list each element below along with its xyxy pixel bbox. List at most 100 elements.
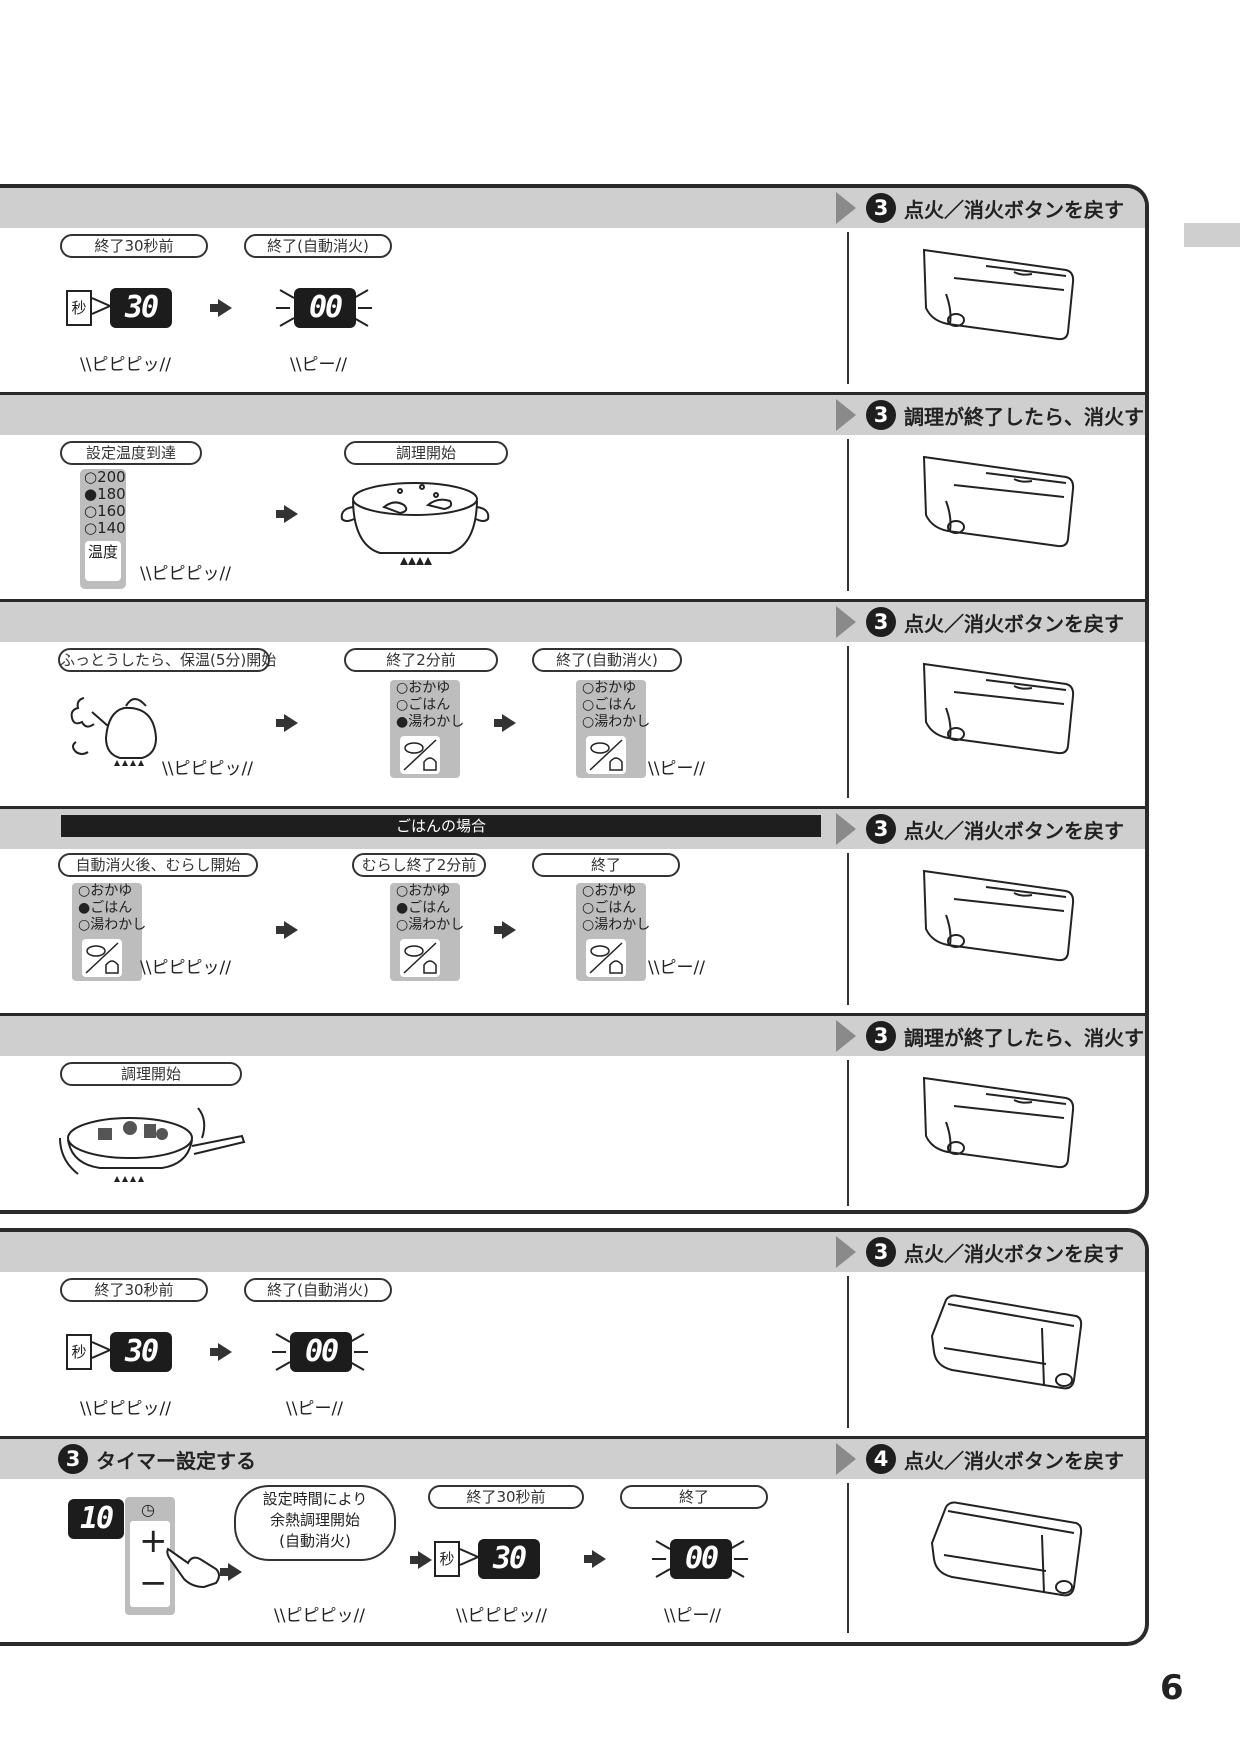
step-label: 点火／消火ボタンを戻す	[904, 818, 1124, 843]
step-number: 4	[866, 1444, 896, 1474]
section-body: 終了30秒前 終了(自動消火) 秒 30 00 \\ピピピッ// \\ピー//	[0, 228, 1145, 392]
step-instruction: 3 点火／消火ボタンを戻す	[866, 814, 1124, 844]
flow-arrow-icon	[584, 1550, 606, 1568]
step-instruction: 3 点火／消火ボタンを戻す	[866, 1237, 1124, 1267]
finger-press-icon	[166, 1547, 220, 1589]
rice-kettle-icon	[586, 939, 626, 977]
step-number: 3	[866, 400, 896, 430]
step-arrow-icon	[836, 1443, 856, 1475]
mode-option: ○湯わかし	[582, 917, 651, 933]
side-tab	[1184, 223, 1240, 247]
mode-option: ○ごはん	[396, 697, 451, 713]
step-number: 3	[58, 1444, 88, 1474]
section-kettle: 3 点火／消火ボタンを戻す ふっとうしたら、保温(5分)開始 終了2分前 終了(…	[0, 602, 1145, 809]
rice-kettle-icon	[82, 939, 122, 977]
beep-sound: \\ピピピッ//	[140, 564, 231, 584]
temp-button: 温度	[85, 541, 121, 581]
mode-option: ○湯わかし	[582, 714, 651, 730]
section-body: 調理開始	[0, 1056, 1145, 1210]
beep-sound: \\ピー//	[648, 958, 705, 978]
divider	[847, 232, 849, 384]
mode-option: ○湯わかし	[396, 917, 465, 933]
lcd-display: 00	[294, 288, 356, 328]
pill-label: 終了30秒前	[60, 1278, 208, 1302]
mode-panel: ○おかゆ ●ごはん ○湯わかし	[72, 883, 147, 981]
mode-option: ●湯わかし	[396, 714, 465, 730]
pointer-icon	[460, 1548, 480, 1566]
section-body: 終了30秒前 終了(自動消火) 秒 30 00 \\ピピピッ// \\ピー//	[0, 1272, 1145, 1436]
frying-pan-illustration	[59, 1107, 246, 1182]
mode-option: ○湯わかし	[78, 917, 147, 933]
control-knob-illustration	[922, 1076, 1075, 1169]
bubble-line: 設定時間により	[262, 1490, 368, 1508]
rice-kettle-icon	[400, 736, 440, 774]
mode-option: ○おかゆ	[582, 680, 637, 696]
divider	[847, 1060, 849, 1206]
bottom-panel: 3 点火／消火ボタンを戻す 終了30秒前 終了(自動消火) 秒 30 00 \\…	[0, 1228, 1149, 1646]
section-body: ふっとうしたら、保温(5分)開始 終了2分前 終了(自動消火) \\ピピピッ//…	[0, 642, 1145, 806]
mode-option: ●ごはん	[78, 900, 133, 916]
section-temperature: 3 調理が終了したら、消火する 設定温度到達 調理開始 ○200 ●180 ○1…	[0, 395, 1145, 602]
step-instruction: 3 調理が終了したら、消火する	[866, 1021, 1149, 1051]
seconds-indicator: 秒	[66, 290, 92, 326]
rice-kettle-icon	[400, 939, 440, 977]
divider	[847, 646, 849, 798]
step-arrow-icon	[836, 1236, 856, 1268]
bubble-line: 余熱調理開始	[269, 1511, 360, 1529]
beep-sound: \\ピピピッ//	[80, 355, 171, 375]
control-knob-illustration	[922, 455, 1075, 548]
section-grill-end: 3 点火／消火ボタンを戻す 終了30秒前 終了(自動消火) 秒 30 00 \\…	[0, 1232, 1145, 1439]
section-header: 3 タイマー設定する 4 点火／消火ボタンを戻す	[0, 1439, 1145, 1479]
plus-button[interactable]: +	[139, 1521, 168, 1561]
beep-sound: \\ピピピッ//	[456, 1606, 547, 1626]
lcd-display: 30	[110, 288, 172, 328]
mode-option: ○おかゆ	[396, 883, 451, 899]
flow-arrow-icon	[210, 1343, 232, 1361]
step-label: 点火／消火ボタンを戻す	[904, 1241, 1124, 1266]
mode-option: ○おかゆ	[582, 883, 637, 899]
divider	[847, 853, 849, 1005]
pill-label: 調理開始	[60, 1062, 242, 1086]
blink-rays-icon	[276, 289, 372, 327]
top-panel: 3 点火／消火ボタンを戻す 終了30秒前 終了(自動消火) 秒 30 00 \\…	[0, 184, 1149, 1214]
section-header: ごはんの場合 3 点火／消火ボタンを戻す	[0, 809, 1145, 849]
section-header: 3 点火／消火ボタンを戻す	[0, 602, 1145, 642]
timer-lcd: 10	[68, 1499, 124, 1539]
pill-label: 終了30秒前	[60, 234, 208, 258]
step-instruction: 3 点火／消火ボタンを戻す	[866, 193, 1124, 223]
step-arrow-icon	[836, 813, 856, 845]
beep-sound: \\ピピピッ//	[274, 1606, 365, 1626]
control-knob-illustration	[922, 869, 1075, 962]
control-knob-illustration	[922, 248, 1075, 341]
flow-arrow-icon	[276, 505, 298, 523]
pill-label: ふっとうしたら、保温(5分)開始	[58, 648, 276, 672]
section-frying: 3 調理が終了したら、消火する 調理開始	[0, 1016, 1145, 1210]
kettle-illustration	[70, 697, 158, 766]
mode-panel: ○おかゆ ●ごはん ○湯わかし	[390, 883, 465, 981]
rice-kettle-icon	[586, 736, 626, 774]
pill-label: 終了2分前	[344, 648, 498, 672]
mode-panel: ○おかゆ ○ごはん ○湯わかし	[576, 883, 651, 981]
pointer-icon	[92, 297, 112, 315]
mode-panel: ○おかゆ ○ごはん ●湯わかし	[390, 680, 465, 778]
step-number: 3	[866, 607, 896, 637]
flow-arrow-icon	[210, 299, 232, 317]
flow-arrow-icon	[276, 714, 298, 732]
pill-label: 終了(自動消火)	[244, 1278, 392, 1302]
flow-arrow-icon	[220, 1563, 242, 1581]
flow-arrow-icon	[494, 921, 516, 939]
beep-sound: \\ピー//	[664, 1606, 721, 1626]
section-header: 3 調理が終了したら、消火する	[0, 1016, 1145, 1056]
mode-option: ○ごはん	[582, 697, 637, 713]
step-label: 調理が終了したら、消火する	[904, 1025, 1149, 1050]
clock-icon: ◷	[141, 1500, 155, 1519]
step-label: 調理が終了したら、消火する	[904, 404, 1149, 429]
step-arrow-icon	[836, 192, 856, 224]
left-step-instruction: 3 タイマー設定する	[58, 1444, 256, 1474]
mode-option: ○おかゆ	[396, 680, 451, 696]
divider	[847, 439, 849, 591]
minus-button[interactable]: −	[139, 1563, 168, 1603]
pill-label: 終了(自動消火)	[532, 648, 682, 672]
section-end-30s: 3 点火／消火ボタンを戻す 終了30秒前 終了(自動消火) 秒 30 00 \\…	[0, 188, 1145, 395]
divider	[847, 1276, 849, 1428]
